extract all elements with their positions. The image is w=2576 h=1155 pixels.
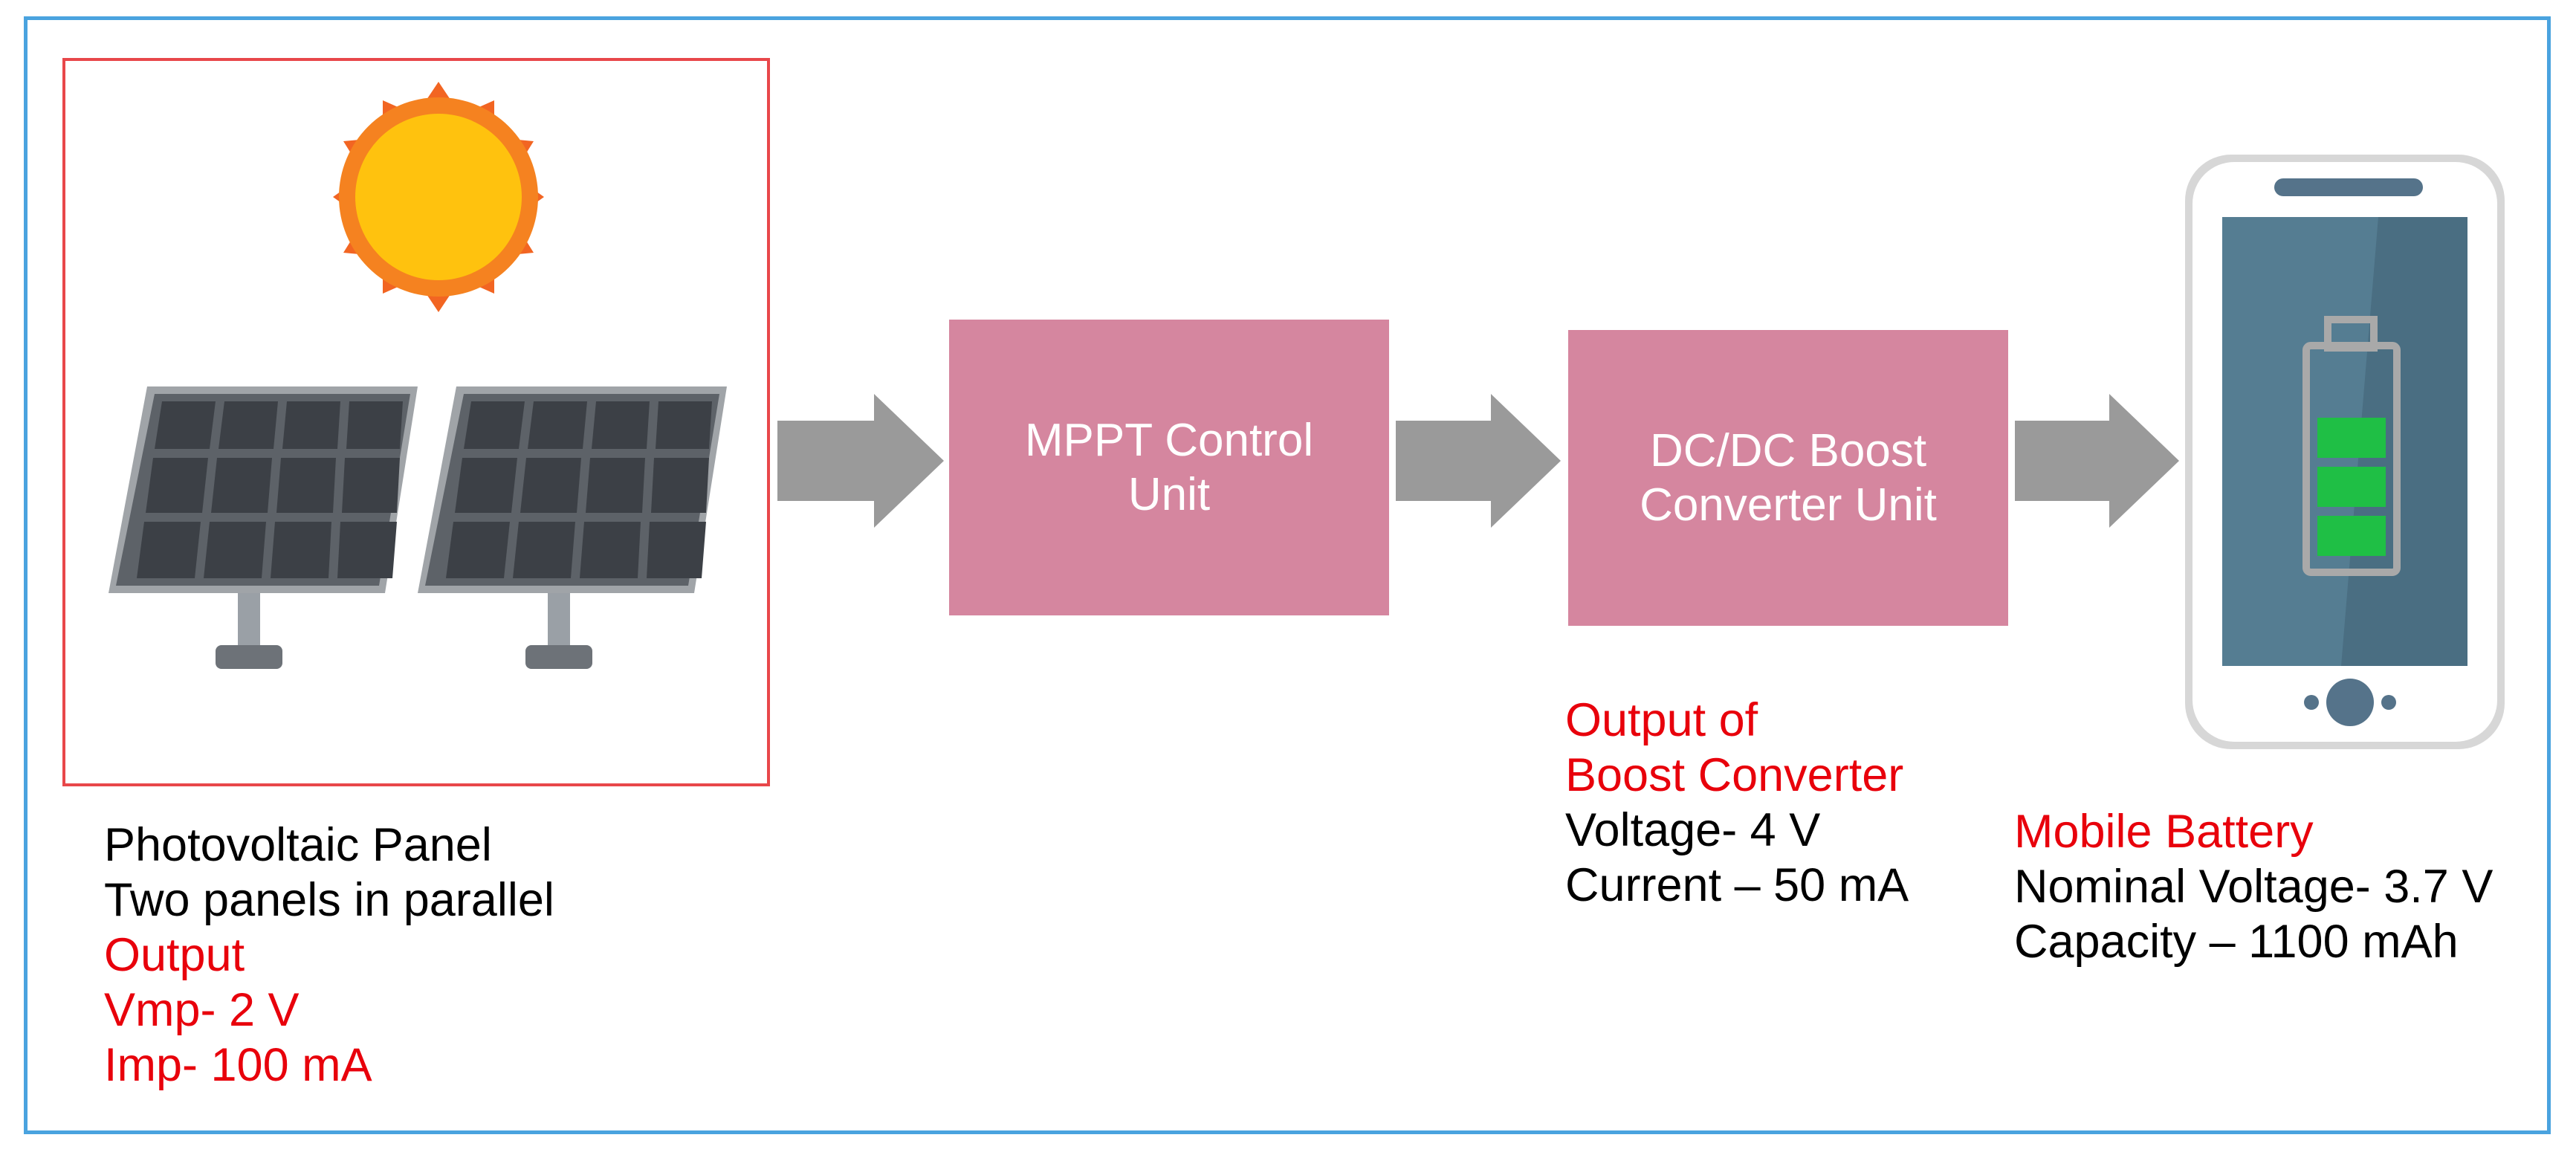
boost-output-heading-2: Boost Converter — [1565, 749, 1904, 801]
pv-vmp: Vmp- 2 V — [104, 984, 300, 1036]
battery-icon — [2302, 316, 2401, 576]
boost-output-heading-1: Output of — [1565, 694, 1758, 746]
arrow-right-icon — [1396, 394, 1561, 528]
boost-current: Current – 50 mA — [1565, 859, 1909, 911]
pv-subtitle: Two panels in parallel — [104, 874, 554, 926]
mobile-battery-label: Mobile Battery Nominal Voltage- 3.7 V Ca… — [2014, 804, 2493, 969]
sun-icon — [333, 82, 544, 312]
arrow-right-icon — [2015, 394, 2179, 528]
boost-output-label: Output of Boost Converter Voltage- 4 V C… — [1565, 693, 1909, 913]
block-label: DC/DC Boost — [1649, 424, 1927, 476]
diagram-frame — [24, 16, 2551, 1134]
boost-converter-unit-block: DC/DC Boost Converter Unit — [1568, 330, 2008, 626]
pv-output-heading: Output — [104, 929, 245, 981]
block-label: MPPT Control — [1024, 414, 1314, 466]
solar-panel-icon — [418, 386, 727, 669]
pv-panel-box — [62, 58, 770, 786]
block-label: Unit — [1127, 469, 1211, 520]
battery-voltage: Nominal Voltage- 3.7 V — [2014, 861, 2494, 913]
mppt-control-unit-block: MPPT Control Unit — [949, 320, 1389, 615]
pv-title: Photovoltaic Panel — [104, 819, 492, 871]
pv-panel-label: Photovoltaic Panel Two panels in paralle… — [104, 818, 554, 1093]
solar-panel-icon — [109, 386, 418, 669]
pv-imp: Imp- 100 mA — [104, 1039, 372, 1091]
block-label: Converter Unit — [1640, 479, 1937, 531]
battery-heading: Mobile Battery — [2014, 806, 2314, 858]
boost-voltage: Voltage- 4 V — [1565, 804, 1821, 856]
arrow-right-icon — [777, 394, 944, 528]
battery-capacity: Capacity – 1100 mAh — [2014, 916, 2459, 968]
